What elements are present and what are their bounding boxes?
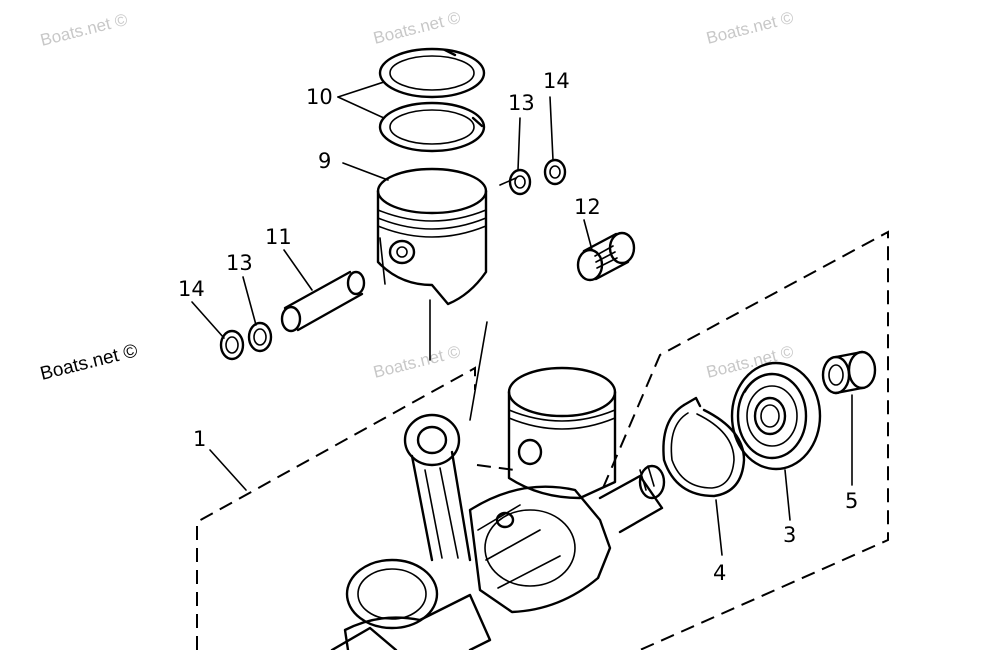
collar-bush (821, 350, 877, 395)
circlip-top (543, 158, 567, 186)
washer-left (247, 321, 273, 353)
bearing (730, 361, 822, 471)
circlip-ring (662, 396, 746, 498)
watermark: Boats.net © (371, 342, 462, 382)
callout-4: 4 (713, 561, 726, 585)
circlip-left (219, 329, 245, 361)
callout-14-left: 14 (178, 277, 205, 301)
connecting-rod (403, 413, 472, 562)
leader-lines (191, 81, 853, 556)
callout-10: 10 (306, 85, 333, 109)
watermark: Boats.net © (371, 8, 462, 48)
crankshaft (330, 464, 666, 650)
callout-1: 1 (193, 427, 206, 451)
assembly-boundary (196, 230, 889, 650)
watermark: Boats.net © (704, 8, 795, 48)
callout-11: 11 (265, 225, 292, 249)
piston (376, 167, 488, 306)
piston-pin (280, 270, 366, 333)
callout-12: 12 (574, 195, 601, 219)
piston-rings (378, 47, 486, 153)
washer-top (508, 168, 532, 196)
callout-9: 9 (318, 149, 331, 173)
callout-13-left: 13 (226, 251, 253, 275)
callout-3: 3 (783, 523, 796, 547)
piston-assembled (507, 366, 617, 500)
callout-5: 5 (845, 489, 858, 513)
callout-labels: 10 9 13 14 12 11 13 14 1 4 3 5 (178, 69, 858, 585)
callout-14-top: 14 (543, 69, 570, 93)
watermark: Boats.net © (38, 10, 129, 50)
watermark-dark: Boats.net © (38, 340, 140, 384)
callout-13-top: 13 (508, 91, 535, 115)
needle-bearing (576, 231, 636, 282)
